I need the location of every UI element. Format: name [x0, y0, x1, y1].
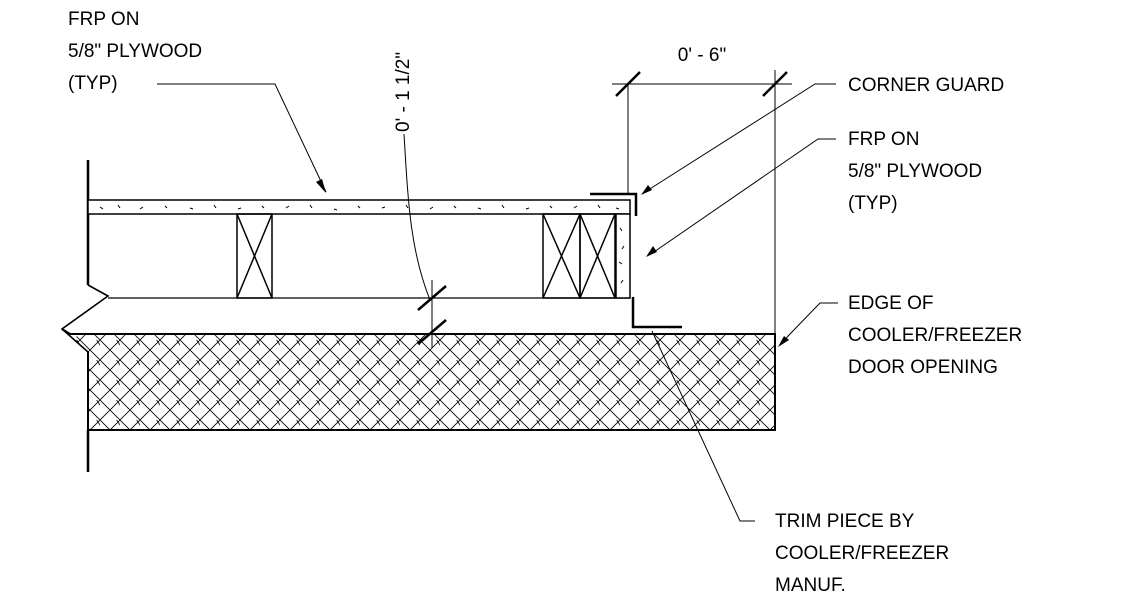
note-frp-left: FRP ON 5/8" PLYWOOD (TYP) [68, 9, 202, 94]
svg-text:EDGE OF: EDGE OF [848, 293, 934, 314]
dimension-horizontal: 0' - 6" [612, 45, 792, 334]
note-edge-opening: EDGE OF COOLER/FREEZER DOOR OPENING [848, 293, 1022, 378]
note-trim-piece: TRIM PIECE BY COOLER/FREEZER MANUF. [775, 511, 949, 592]
note-corner-guard: CORNER GUARD [848, 75, 1004, 96]
dimension-vertical-text: 0' - 1 1/2" [393, 52, 414, 132]
note-frp-right: FRP ON 5/8" PLYWOOD (TYP) [848, 129, 982, 214]
svg-text:TRIM PIECE BY: TRIM PIECE BY [775, 511, 915, 532]
concrete-slab [61, 328, 776, 431]
dimension-horizontal-text: 0' - 6" [678, 45, 726, 66]
svg-text:5/8" PLYWOOD: 5/8" PLYWOOD [68, 41, 202, 62]
svg-text:(TYP): (TYP) [68, 73, 118, 94]
svg-text:MANUF.: MANUF. [775, 575, 846, 592]
svg-text:DOOR OPENING: DOOR OPENING [848, 357, 998, 378]
svg-text:COOLER/FREEZER: COOLER/FREEZER [775, 543, 949, 564]
trim-piece [631, 297, 682, 329]
leader-lines [157, 83, 838, 522]
svg-text:COOLER/FREEZER: COOLER/FREEZER [848, 325, 1022, 346]
leader-arrows [316, 179, 789, 347]
frp-plywood-panel-side [615, 213, 631, 299]
dimension-vertical: 0' - 1 1/2" [393, 52, 447, 348]
svg-text:(TYP): (TYP) [848, 193, 898, 214]
svg-text:5/8" PLYWOOD: 5/8" PLYWOOD [848, 161, 982, 182]
frp-plywood-panel-top [87, 199, 631, 215]
wood-blocking [236, 213, 616, 299]
svg-text:FRP ON: FRP ON [68, 9, 139, 30]
corner-guard [590, 192, 638, 216]
svg-text:FRP ON: FRP ON [848, 129, 919, 150]
